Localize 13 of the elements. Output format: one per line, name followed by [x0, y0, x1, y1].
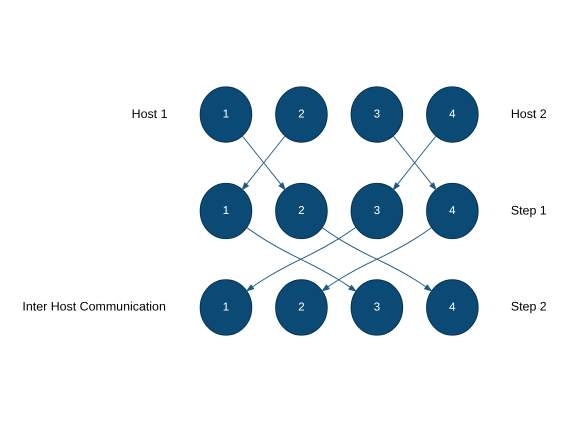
node-circle: 4 — [426, 86, 479, 143]
node-circle: 1 — [200, 279, 252, 336]
node-circle: 3 — [350, 86, 404, 143]
label: Step 2 — [510, 300, 547, 314]
node-circle: 4 — [426, 279, 479, 336]
label: Host 1 — [132, 106, 168, 121]
node-circle: 1 — [200, 86, 252, 143]
label: Host 2 — [510, 106, 547, 121]
node-circle: 3 — [350, 279, 404, 336]
label: Step 1 — [510, 203, 547, 218]
node-circle: 2 — [275, 279, 328, 336]
node-circle: 2 — [275, 86, 328, 143]
label: Inter Host Communication — [22, 300, 166, 314]
